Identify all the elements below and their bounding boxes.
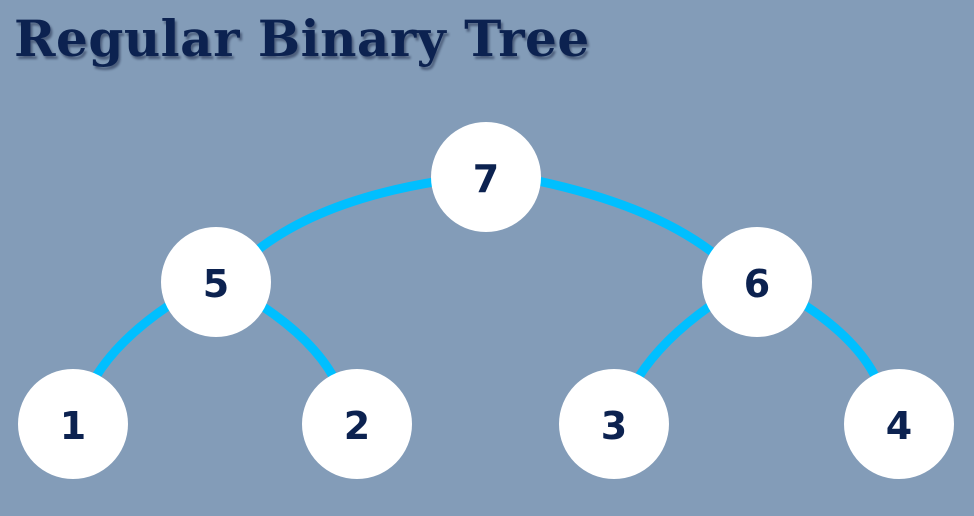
node-label: 2	[344, 404, 370, 448]
node-circle	[844, 369, 954, 479]
edge-7-5	[250, 176, 445, 257]
tree-node-4: 4	[844, 369, 954, 479]
edge-6-4	[801, 301, 881, 383]
tree-node-5: 5	[161, 227, 271, 337]
node-circle	[702, 227, 812, 337]
node-label: 3	[601, 404, 627, 448]
tree-node-2: 2	[302, 369, 412, 479]
node-label: 6	[744, 262, 770, 306]
edge-5-1	[90, 301, 173, 383]
node-circle	[161, 227, 271, 337]
node-circle	[302, 369, 412, 479]
diagram-title: Regular Binary Tree	[14, 9, 590, 68]
node-circle	[559, 369, 669, 479]
node-circle	[18, 369, 128, 479]
tree-node-1: 1	[18, 369, 128, 479]
node-label: 5	[203, 262, 229, 306]
node-label: 4	[886, 404, 912, 448]
edge-5-2	[257, 301, 339, 383]
tree-node-3: 3	[559, 369, 669, 479]
tree-edges	[90, 176, 881, 383]
edge-6-3	[633, 301, 715, 383]
node-circle	[431, 122, 541, 232]
edge-7-6	[533, 176, 717, 257]
node-label: 7	[473, 157, 499, 201]
tree-node-6: 6	[702, 227, 812, 337]
node-label: 1	[60, 404, 86, 448]
tree-node-7: 7	[431, 122, 541, 232]
